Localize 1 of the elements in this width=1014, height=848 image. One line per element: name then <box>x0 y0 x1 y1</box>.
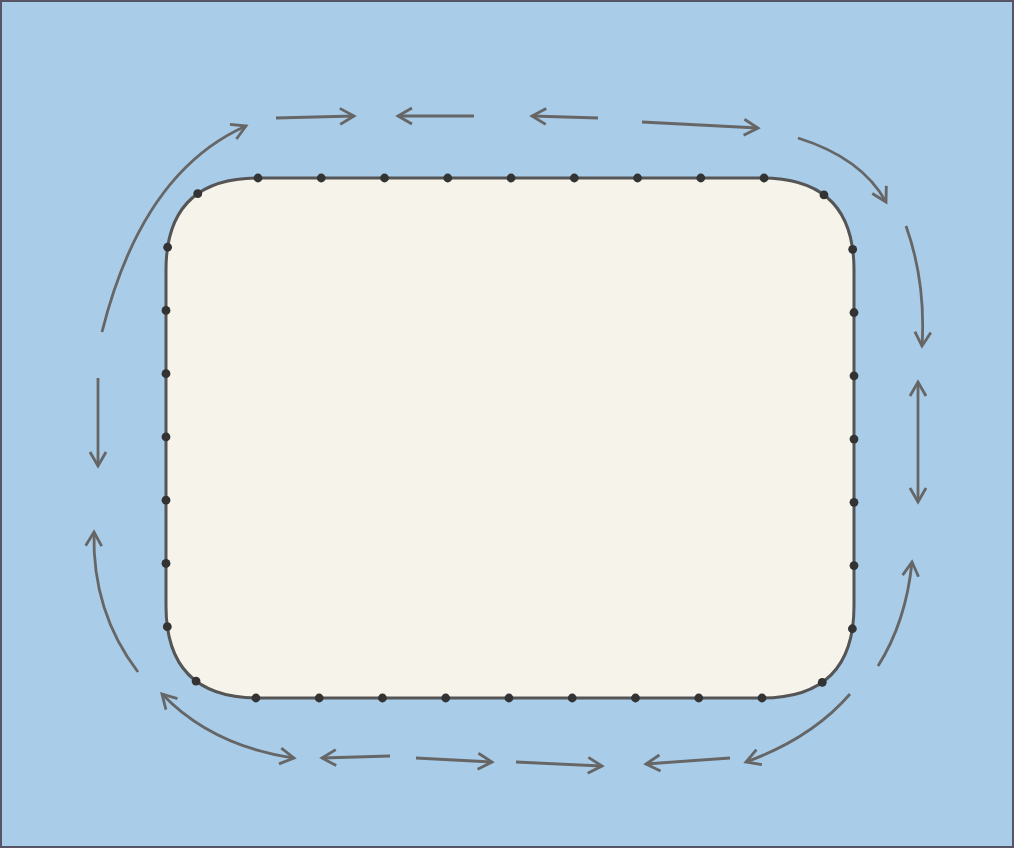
dotted-rounded-shape <box>161 173 859 703</box>
